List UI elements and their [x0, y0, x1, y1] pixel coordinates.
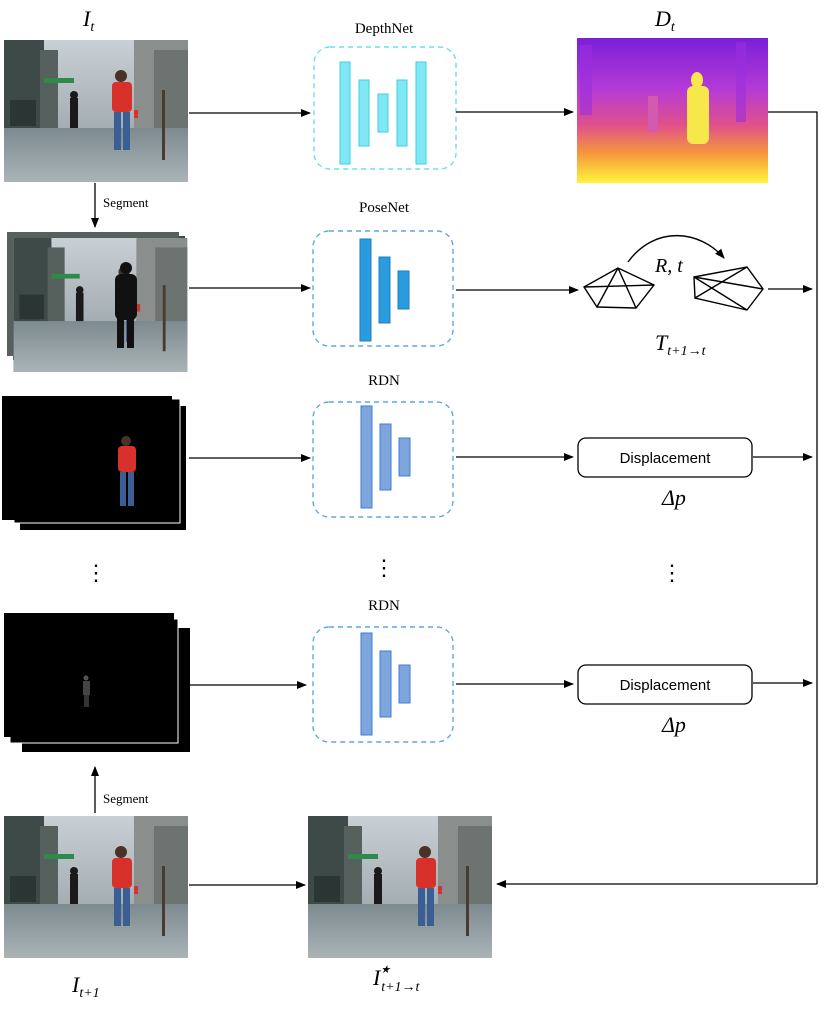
displacement-label-2: Displacement	[620, 677, 712, 694]
ellipsis-outputs: ⋮	[661, 560, 683, 585]
delta-p-label-1: Δp	[661, 485, 686, 510]
depthnet-encoder-decoder	[339, 61, 427, 165]
object-mask-stack-1	[2, 396, 186, 530]
depth-map	[577, 38, 768, 183]
object-mask-stack-2	[4, 613, 190, 752]
rdn2-label: RDN	[368, 598, 400, 614]
pose-rt-label: R, t	[654, 255, 683, 277]
input-frame-t	[4, 40, 188, 182]
displacement-label-1: Displacement	[620, 450, 712, 467]
depthnet-box	[313, 46, 457, 170]
rotation-arrow	[627, 234, 725, 263]
displacement-box-1	[577, 437, 753, 478]
delta-p-label-2: Δp	[661, 712, 686, 737]
rdn1-encoder	[360, 405, 411, 509]
rdn2-box	[312, 626, 454, 743]
segmented-frames-stack	[7, 232, 188, 372]
ellipsis-networks: ⋮	[373, 555, 395, 580]
input-label-it1: It+1	[71, 972, 100, 1001]
displacement-box-2	[577, 664, 753, 705]
result-label: I★t+1→t	[372, 964, 421, 995]
camera-pose-icon	[583, 266, 764, 311]
segment-down-label: Segment	[103, 195, 149, 210]
input-label-it: It	[82, 6, 95, 35]
depthnet-label: DepthNet	[355, 21, 414, 37]
posenet-encoder	[359, 238, 410, 342]
posenet-label: PoseNet	[359, 200, 410, 216]
rdn1-label: RDN	[368, 373, 400, 389]
ellipsis-inputs: ⋮	[85, 560, 107, 585]
rdn1-box	[312, 401, 454, 518]
depth-label: Dt	[654, 6, 676, 35]
posenet-box	[312, 230, 454, 347]
segment-up-label: Segment	[103, 791, 149, 806]
warped-result-image	[308, 816, 492, 958]
collector-line	[768, 111, 818, 884]
rdn2-encoder	[360, 632, 411, 736]
pose-transform-label: Tt+1→t	[655, 330, 707, 359]
input-frame-t1	[4, 816, 188, 958]
